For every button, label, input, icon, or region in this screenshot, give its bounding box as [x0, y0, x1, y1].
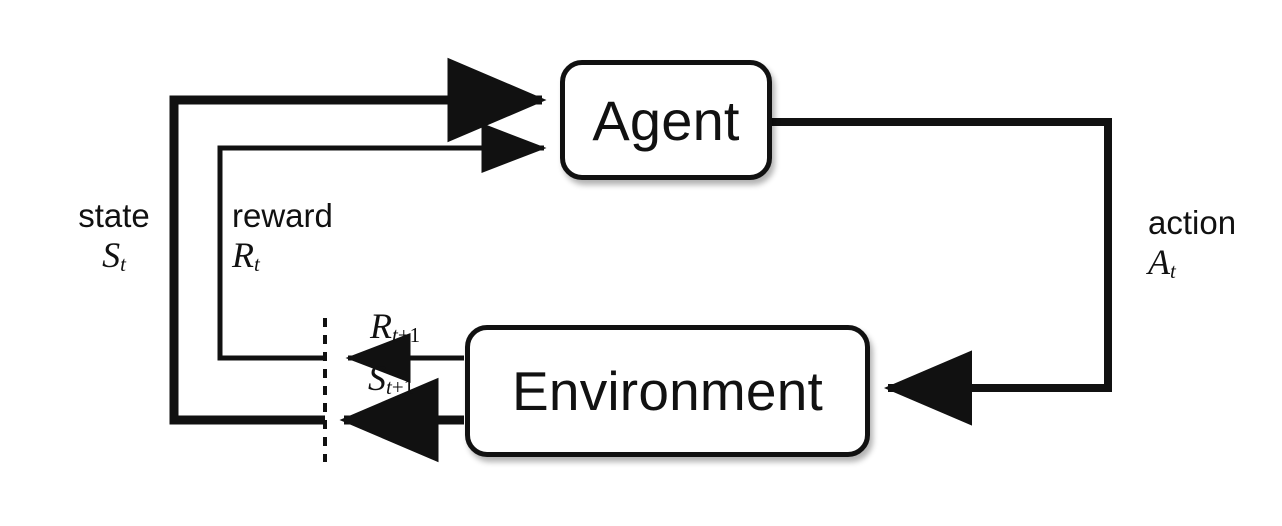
- node-environment-label: Environment: [512, 360, 823, 422]
- label-action-word: action: [1148, 204, 1237, 241]
- label-state-next-base: S: [368, 358, 386, 398]
- label-state-symbol: St: [66, 235, 162, 276]
- label-state-next-sub-op: +1: [391, 374, 415, 399]
- label-reward-next-sub-op: +1: [397, 322, 421, 347]
- label-action: action At: [1148, 204, 1278, 283]
- label-state-symbol-subscript: t: [120, 251, 126, 276]
- label-action-symbol: At: [1148, 242, 1278, 283]
- label-action-symbol-base: A: [1148, 241, 1170, 282]
- edge-reward-to-agent: [217, 123, 547, 361]
- label-reward-next: Rt+1: [370, 306, 420, 347]
- label-state-next-symbol: St+1: [368, 358, 414, 399]
- label-state-word: state: [78, 197, 150, 234]
- edge-state-to-agent: [169, 57, 547, 425]
- label-reward-word: reward: [232, 197, 333, 234]
- label-state-next-sub-var: t: [386, 374, 392, 399]
- label-reward-symbol-base: R: [232, 234, 254, 275]
- label-reward-next-symbol: Rt+1: [370, 306, 420, 347]
- label-reward: reward Rt: [232, 197, 372, 276]
- label-reward-next-sub-var: t: [392, 322, 398, 347]
- label-state-symbol-base: S: [102, 234, 121, 275]
- node-environment[interactable]: Environment: [465, 325, 870, 457]
- label-action-symbol-subscript: t: [1170, 258, 1176, 283]
- label-state: state St: [66, 197, 162, 276]
- edge-action-to-environment: [772, 118, 1112, 426]
- label-reward-next-base: R: [370, 306, 392, 346]
- label-reward-symbol: Rt: [232, 235, 372, 276]
- label-reward-symbol-subscript: t: [254, 251, 260, 276]
- label-state-next: St+1: [368, 358, 414, 399]
- node-agent[interactable]: Agent: [560, 60, 772, 180]
- node-agent-label: Agent: [592, 88, 740, 152]
